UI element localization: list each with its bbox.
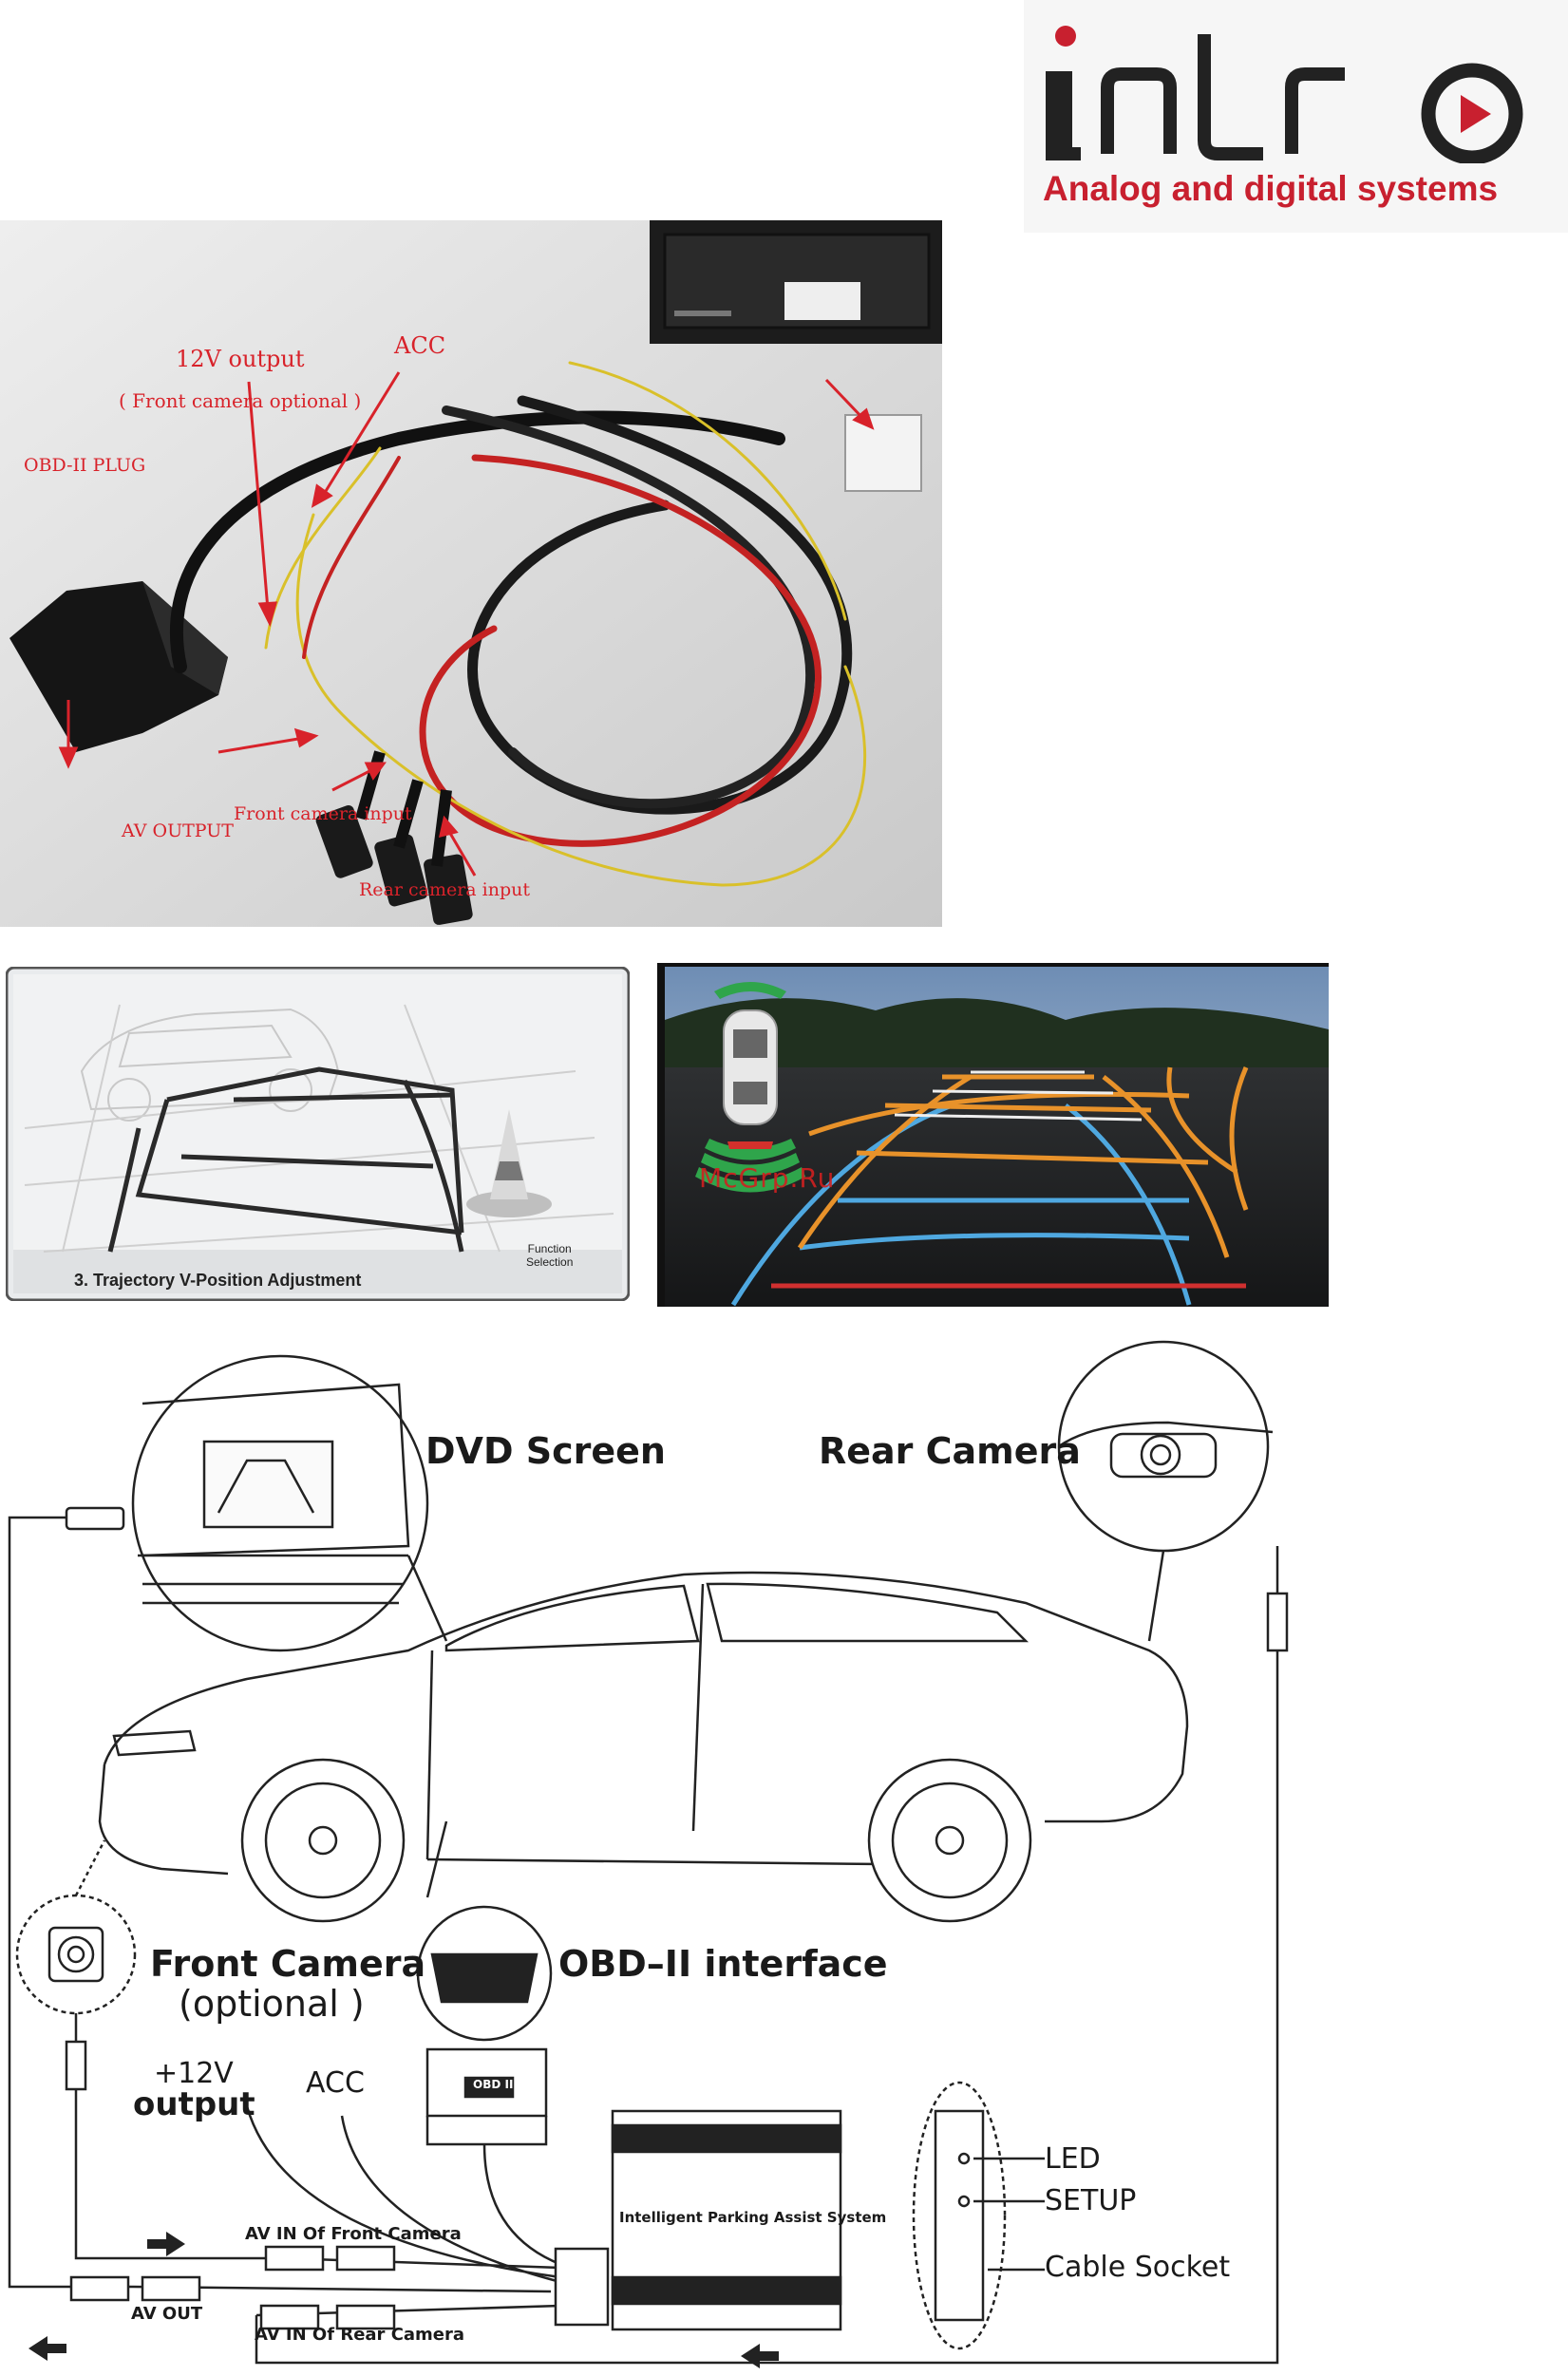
label-front-camera-input: Front camera input [234, 803, 412, 824]
harness-photo-illustration [0, 220, 942, 927]
label-cable-socket: Cable Socket [1045, 2251, 1231, 2284]
annotation-arrows [58, 371, 875, 877]
intro-wordmark-logo [1046, 26, 1523, 163]
function-selection-label: Function Selection [526, 1242, 573, 1269]
trajectory-adjustment-panel: 3. Trajectory V-Position Adjustment Func… [5, 966, 631, 1302]
wiring-diagram: DVD Screen Rear Camera Front Camera (opt… [0, 1328, 1330, 2371]
label-rear-camera-input: Rear camera input [359, 879, 531, 900]
label-av-output: AV OUTPUT [122, 820, 234, 841]
ghost-car [80, 1008, 340, 1122]
label-led: LED [1045, 2142, 1101, 2176]
rca-plugs [315, 750, 473, 925]
trajectory-lines [107, 1066, 464, 1253]
white-connector [844, 414, 922, 492]
label-front-camera-optional: (optional ) [179, 1983, 365, 2025]
label-dvd-screen: DVD Screen [425, 1430, 666, 1472]
panel-caption: 3. Trajectory V-Position Adjustment [74, 1271, 362, 1290]
label-av-in-rear: AV IN Of Rear Camera [255, 2325, 465, 2345]
car-top-view-icon [723, 1009, 778, 1125]
label-plus12v: +12V [154, 2057, 234, 2090]
watermark-text: McGrp.Ru [699, 1162, 836, 1194]
wiring-diagram-drawing [8, 1340, 1289, 2368]
label-rear-camera: Rear Camera [819, 1430, 1081, 1472]
label-acc: ACC [394, 332, 446, 359]
module-box [650, 220, 942, 344]
label-obd-interface: OBD–II interface [558, 1943, 888, 1985]
brand-logo: Analog and digital systems [1024, 0, 1568, 233]
harness-photo: 12V output ( Front camera optional ) ACC… [0, 220, 942, 927]
label-12v-output: 12V output [176, 346, 305, 372]
label-setup: SETUP [1045, 2184, 1137, 2217]
sensor-arcs [695, 982, 805, 1193]
trajectory-adjustment-illustration [5, 966, 631, 1302]
traffic-cone-icon [466, 1109, 552, 1217]
logo-tagline: Analog and digital systems [1043, 169, 1499, 208]
label-front-camera: Front Camera [150, 1943, 426, 1985]
label-output: output [133, 2085, 255, 2123]
function-selection-line1: Function [527, 1242, 572, 1255]
label-acc-wire: ACC [306, 2066, 365, 2100]
label-av-in-front: AV IN Of Front Camera [245, 2224, 462, 2244]
label-obd-box: OBD II [473, 2078, 514, 2091]
function-selection-line2: Selection [526, 1255, 574, 1269]
label-front-camera-optional: ( Front camera optional ) [119, 389, 362, 412]
label-parking-assist-box: Intelligent Parking Assist System [619, 2209, 887, 2226]
label-obd-plug: OBD-II PLUG [24, 455, 146, 476]
parking-camera-view-panel: McGrp.Ru [657, 963, 1329, 1307]
parking-camera-view [657, 963, 1329, 1307]
label-av-out: AV OUT [131, 2304, 203, 2324]
